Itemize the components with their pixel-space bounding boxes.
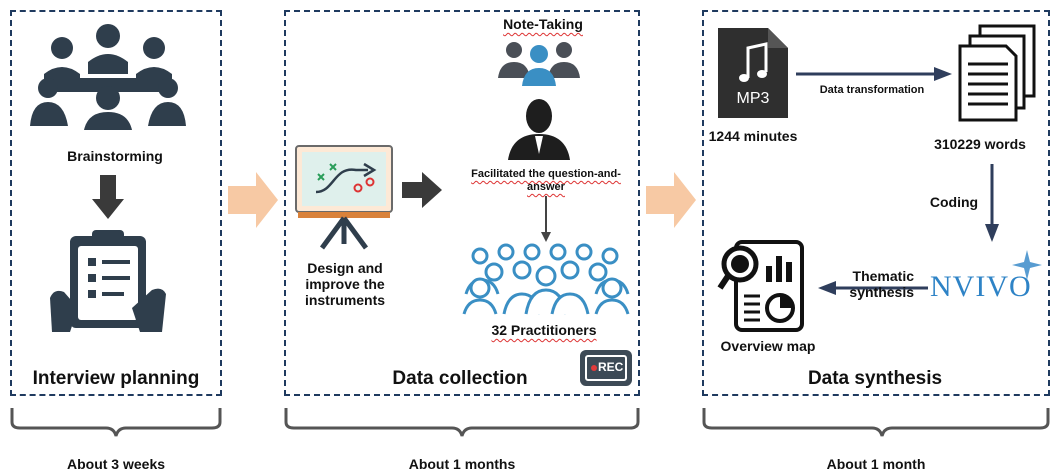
practitioners-label: 32 Practitioners bbox=[491, 322, 597, 338]
facilitated-label: Facilitated the question-and-answer bbox=[471, 168, 621, 193]
facilitator-person-icon bbox=[508, 99, 570, 160]
thematic-arrow-icon bbox=[818, 281, 928, 295]
brace-planning bbox=[10, 408, 222, 437]
rec-frame bbox=[585, 355, 627, 381]
rec-dot-icon bbox=[591, 365, 597, 371]
crowd-practitioners-icon bbox=[462, 243, 630, 315]
overview-map-label: Overview map bbox=[720, 338, 816, 354]
panel-interview-planning bbox=[10, 10, 222, 396]
overview-map-icon bbox=[717, 240, 804, 332]
group-people-icon bbox=[498, 42, 580, 86]
chevron-arrow-2 bbox=[646, 172, 696, 228]
instruments-label: Design and improve the instruments bbox=[304, 260, 386, 308]
nvivo-text: NVIVO bbox=[930, 270, 1032, 303]
coding-label: Coding bbox=[929, 194, 979, 210]
minutes-label: 1244 minutes bbox=[708, 128, 798, 144]
note-taking-label: Note-Taking bbox=[503, 16, 583, 32]
duration-collection: About 1 months bbox=[408, 456, 516, 472]
right-arrow-icon bbox=[402, 172, 442, 208]
rec-text: REC bbox=[598, 360, 624, 374]
chevron-arrow-1 bbox=[228, 172, 278, 228]
meeting-icon bbox=[30, 24, 186, 130]
thematic-label: Thematic synthesis bbox=[849, 268, 914, 300]
transformation-arrow-icon bbox=[796, 67, 952, 81]
coding-arrow-icon bbox=[985, 164, 999, 242]
documents-stack-icon bbox=[958, 24, 1036, 122]
interview-planning-title: Interview planning bbox=[32, 368, 200, 389]
thin-down-arrow-icon bbox=[541, 196, 551, 242]
brace-collection bbox=[284, 408, 640, 437]
words-label: 310229 words bbox=[934, 136, 1026, 152]
panel-data-collection bbox=[284, 10, 640, 396]
mp3-file-icon: MP3 bbox=[718, 28, 788, 118]
down-arrow-icon bbox=[92, 175, 124, 219]
brainstorming-label: Brainstorming bbox=[67, 148, 163, 164]
duration-synthesis: About 1 month bbox=[826, 456, 926, 472]
presentation-board-icon bbox=[295, 145, 393, 250]
clipboard-checklist-icon bbox=[50, 230, 166, 332]
nvivo-logo: NVIVO bbox=[930, 270, 1032, 304]
nvivo-sparkle-icon bbox=[1012, 250, 1042, 280]
data-collection-title: Data collection bbox=[392, 368, 528, 389]
brace-synthesis bbox=[702, 408, 1050, 437]
transformation-label: Data transformation bbox=[819, 84, 925, 96]
panel-data-synthesis bbox=[702, 10, 1050, 396]
duration-planning: About 3 weeks bbox=[66, 456, 166, 472]
rec-badge: REC bbox=[580, 350, 632, 386]
mp3-text: MP3 bbox=[736, 90, 770, 107]
data-synthesis-title: Data synthesis bbox=[807, 368, 943, 389]
